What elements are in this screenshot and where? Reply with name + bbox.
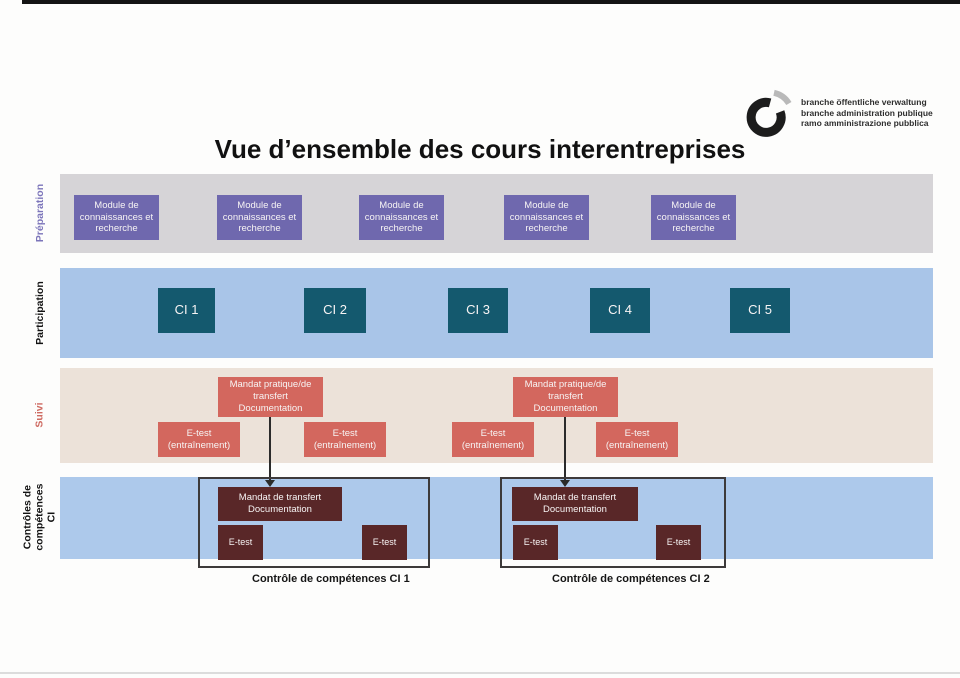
row-label-participation-text: Participation	[33, 281, 46, 345]
row-label-controles: Contrôles de compétences CI	[22, 468, 58, 566]
etest-box-2: E-test	[362, 525, 407, 560]
group-caption-ci1: Contrôle de compétences CI 1	[252, 573, 410, 585]
ci-box-1: CI 1	[158, 288, 215, 333]
module-box-2: Module de connaissances et recherche	[217, 195, 302, 240]
page-title: Vue d’ensemble des cours interentreprise…	[214, 134, 746, 164]
module-box-4: Module de connaissances et recherche	[504, 195, 589, 240]
etest-entrainement-box-4: E-test (entraînement)	[596, 422, 678, 457]
etest-box-4: E-test	[656, 525, 701, 560]
logo-line-de: branche öffentliche verwaltung	[801, 97, 927, 107]
etest-entrainement-box-3: E-test (entraînement)	[452, 422, 534, 457]
etest-box-3: E-test	[513, 525, 558, 560]
mandat-pratique-box-2: Mandat pratique/de transfert Documentati…	[513, 377, 618, 417]
row-label-suivi-text: Suivi	[33, 402, 46, 429]
group-caption-ci2: Contrôle de compétences CI 2	[552, 573, 710, 585]
etest-entrainement-box-2: E-test (entraînement)	[304, 422, 386, 457]
row-label-preparation: Préparation	[22, 174, 58, 253]
ci-box-5: CI 5	[730, 288, 790, 333]
controle-group-1	[198, 477, 430, 568]
open-ring-logo-icon	[746, 89, 792, 137]
arrow-down-icon-2	[560, 480, 570, 487]
etest-entrainement-box-1: E-test (entraînement)	[158, 422, 240, 457]
row-label-preparation-text: Préparation	[33, 184, 46, 243]
band-controles	[60, 477, 933, 559]
logo-line-it: ramo amministrazione pubblica	[801, 118, 929, 129]
arrow-down-icon-1	[265, 480, 275, 487]
logo-text: branche öffentliche verwaltung branche a…	[801, 97, 933, 129]
row-label-participation: Participation	[22, 268, 58, 358]
etest-box-1: E-test	[218, 525, 263, 560]
ci-box-4: CI 4	[590, 288, 650, 333]
module-box-5: Module de connaissances et recherche	[651, 195, 736, 240]
row-label-controles-text: Contrôles de compétences CI	[21, 483, 59, 551]
connector-line-2	[564, 417, 566, 481]
module-box-3: Module de connaissances et recherche	[359, 195, 444, 240]
ci-box-3: CI 3	[448, 288, 508, 333]
controle-group-2	[500, 477, 726, 568]
mandat-transfert-box-2: Mandat de transfert Documentation	[512, 487, 638, 521]
scan-edge-bar-top	[22, 0, 960, 4]
row-label-suivi: Suivi	[22, 368, 58, 463]
band-preparation	[60, 174, 933, 253]
mandat-transfert-box-1: Mandat de transfert Documentation	[218, 487, 342, 521]
mandat-pratique-box-1: Mandat pratique/de transfert Documentati…	[218, 377, 323, 417]
connector-line-1	[269, 417, 271, 481]
scan-edge-line-bottom	[0, 672, 960, 674]
logo-line-fr: branche administration publique	[801, 107, 933, 118]
ci-box-2: CI 2	[304, 288, 366, 333]
module-box-1: Module de connaissances et recherche	[74, 195, 159, 240]
